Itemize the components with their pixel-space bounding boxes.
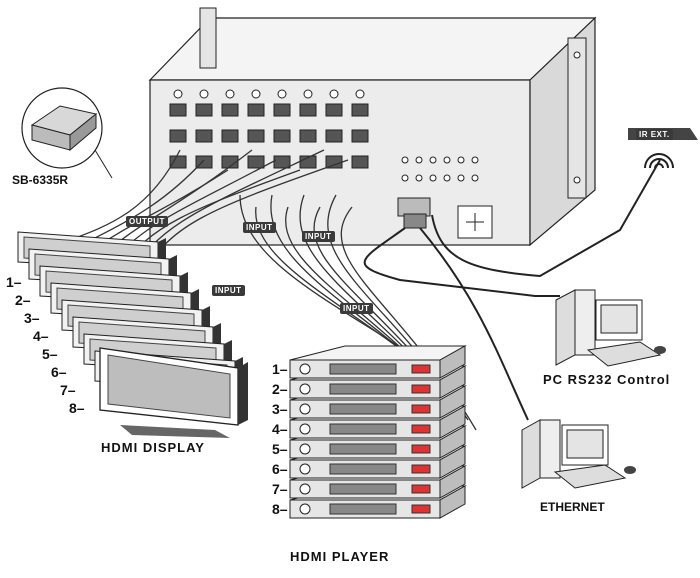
hdmi-port: [351, 103, 369, 117]
hdmi-port: [169, 103, 187, 117]
pc-rs232: [555, 289, 666, 367]
input-tag: INPUT: [302, 231, 335, 242]
player-number: 2–: [272, 381, 288, 397]
display-number: 3–: [24, 310, 40, 326]
hdmi-display-label: HDMI DISPLAY: [101, 440, 205, 455]
control-cables: [363, 159, 661, 421]
player-number: 7–: [272, 481, 288, 497]
hdmi-port: [299, 103, 317, 117]
player-number: 8–: [272, 501, 288, 517]
hdmi-display: [99, 347, 248, 438]
hdmi-port: [221, 155, 239, 169]
hdmi-port: [351, 155, 369, 169]
player-number: 1–: [272, 361, 288, 377]
rs232-port: [397, 197, 431, 229]
player-number: 4–: [272, 421, 288, 437]
hdmi-port: [351, 129, 369, 143]
ir-ext-label: IR EXT.: [636, 129, 673, 140]
display-number: 7–: [60, 382, 76, 398]
hdmi-port: [195, 129, 213, 143]
hdmi-port: [325, 103, 343, 117]
pc-rs232-control-label: PC RS232 Control: [543, 372, 671, 387]
player-number: 3–: [272, 401, 288, 417]
input-tag: INPUT: [243, 222, 276, 233]
sb-6335r-device: [21, 87, 113, 179]
player-number: 5–: [272, 441, 288, 457]
hdmi-port: [195, 103, 213, 117]
hdmi-player-label: HDMI PLAYER: [290, 549, 390, 564]
input-tag: INPUT: [340, 303, 373, 314]
pc-ethernet: [521, 419, 636, 489]
hdmi-port: [221, 103, 239, 117]
hdmi-port: [247, 155, 265, 169]
hdmi-port: [273, 129, 291, 143]
display-number: 5–: [42, 346, 58, 362]
display-number: 1–: [6, 274, 22, 290]
power-socket: [457, 205, 493, 239]
hdmi-port: [169, 129, 187, 143]
hdmi-display-stack: [17, 231, 248, 438]
output-tag: OUTPUT: [126, 216, 168, 227]
hdmi-port: [325, 155, 343, 169]
hdmi-port: [273, 103, 291, 117]
display-number: 8–: [69, 400, 85, 416]
hdmi-port: [273, 155, 291, 169]
display-number: 6–: [51, 364, 67, 380]
input-tag: INPUT: [212, 285, 245, 296]
hdmi-player: [289, 345, 467, 379]
rear-ports: [169, 89, 479, 182]
sb-6335r-label: SB-6335R: [12, 173, 69, 187]
player-number: 6–: [272, 461, 288, 477]
hdmi-port: [247, 103, 265, 117]
display-number: 2–: [15, 292, 31, 308]
hdmi-port: [325, 129, 343, 143]
ethernet-label: ETHERNET: [540, 500, 605, 514]
hdmi-port: [299, 129, 317, 143]
hdmi-port: [221, 129, 239, 143]
hdmi-player-stack: [289, 345, 467, 519]
hdmi-port: [169, 155, 187, 169]
hdmi-port: [247, 129, 265, 143]
display-number: 4–: [33, 328, 49, 344]
